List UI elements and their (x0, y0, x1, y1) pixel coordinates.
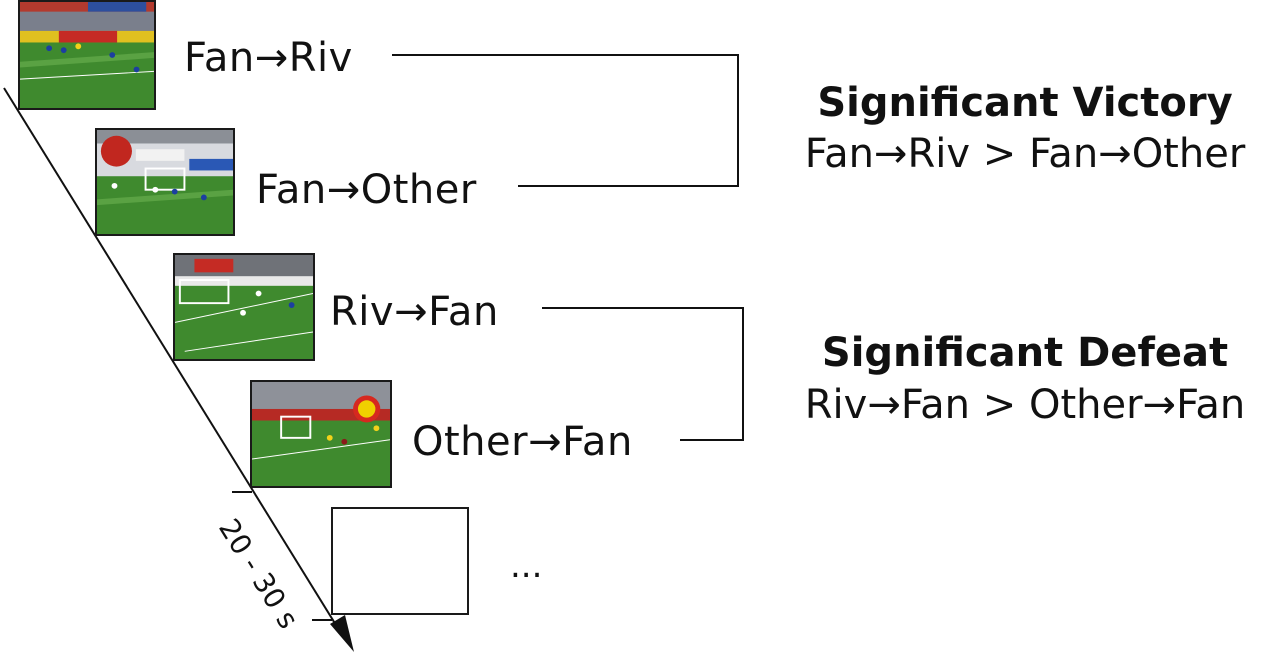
trial-label-fan-other: Fan→Other (256, 167, 477, 213)
defeat-contrast: Riv→Fan > Other→Fan (804, 382, 1246, 428)
blank-screen (331, 507, 469, 615)
continuation-ellipsis: ... (510, 546, 543, 586)
victory-bracket (392, 54, 739, 187)
video-thumbnail-riv-fan (173, 253, 315, 361)
video-thumbnail-other-fan (250, 380, 392, 488)
defeat-bracket (542, 307, 744, 441)
victory-contrast: Fan→Riv > Fan→Other (804, 131, 1246, 177)
time-arrow-line (3, 87, 345, 639)
time-arrow-head (330, 615, 354, 652)
trial-label-fan-riv: Fan→Riv (184, 35, 353, 81)
video-thumbnail-fan-riv (18, 0, 156, 110)
trial-label-riv-fan: Riv→Fan (330, 289, 499, 335)
trial-label-other-fan: Other→Fan (412, 419, 633, 465)
video-thumbnail-fan-other (95, 128, 235, 236)
defeat-title: Significant Defeat (821, 330, 1229, 376)
victory-title: Significant Victory (817, 80, 1233, 126)
